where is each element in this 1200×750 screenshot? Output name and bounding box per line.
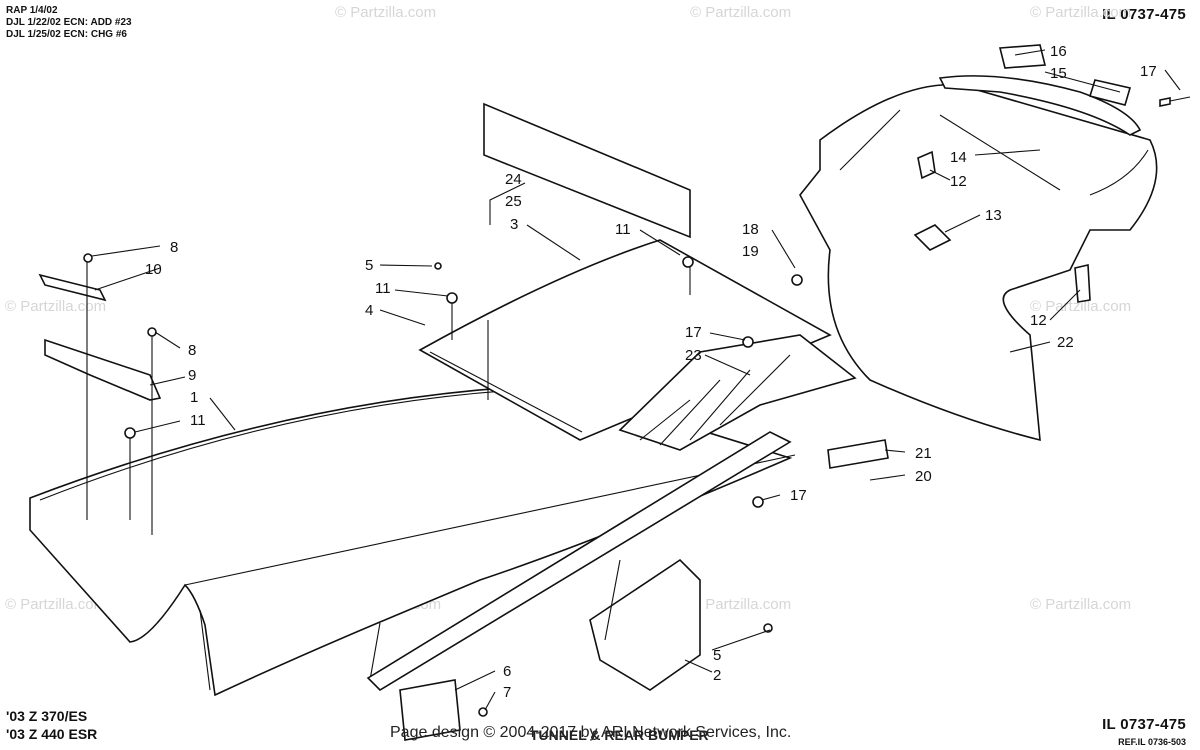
grab-bar-part: [938, 75, 1142, 136]
backing-plate-part: [399, 679, 461, 741]
watermark: © Partzilla.com: [690, 4, 792, 21]
fastener-part: [83, 253, 93, 263]
callout-label: 15: [1050, 65, 1067, 82]
fastener-part: [446, 292, 458, 304]
watermark: © Partzilla.com: [1030, 298, 1132, 315]
bracket-part: [44, 338, 162, 401]
clip-part: [913, 224, 952, 251]
callout-label: 13: [985, 207, 1002, 224]
watermark: © Partzilla.com: [690, 596, 792, 613]
model-list: '03 Z 370/ES '03 Z 440 ESR: [6, 707, 97, 743]
decal-stripes: [639, 354, 791, 446]
model-name: '03 Z 370/ES: [6, 708, 88, 724]
fastener-part: [147, 327, 157, 337]
watermark: © Partzilla.com: [1030, 596, 1132, 613]
bolt-part: [1159, 97, 1171, 107]
fastener-part: [742, 336, 754, 348]
illustration-id-bottom: IL 0737-475: [1102, 716, 1186, 733]
callout-label: 11: [190, 412, 206, 429]
snow-flap-part: [483, 102, 691, 239]
watermark: © Partzilla.com: [5, 596, 107, 613]
tunnel-cover-part: [418, 239, 832, 441]
callout-label: 21: [915, 445, 932, 462]
callout-labels: 16 15 17 14 12 13 12 22 24 25 3 11 18 19…: [145, 43, 1157, 701]
leader-lines: [86, 49, 1181, 711]
rear-bumper-part: [799, 83, 1158, 442]
callout-label: 14: [950, 149, 967, 166]
fastener-part: [791, 274, 803, 286]
bracket-part: [38, 273, 107, 302]
reference-id: REF.IL 0736-503: [1118, 737, 1186, 747]
callout-label: 7: [503, 684, 511, 701]
model-name: '03 Z 440 ESR: [6, 726, 98, 742]
callout-label: 8: [188, 342, 196, 359]
callout-label: 20: [915, 468, 932, 485]
fastener-part: [124, 427, 136, 439]
illustration-id-top: IL 0737-475: [1102, 6, 1186, 23]
callout-label: 17: [790, 487, 807, 504]
callout-label: 5: [713, 647, 721, 664]
callout-label: 18: [742, 221, 759, 238]
diagram-title: TUNNEL & REAR BUMPER: [530, 727, 709, 743]
callout-label: 5: [365, 257, 373, 274]
callout-label: 10: [145, 261, 162, 278]
axle-rod-part: [366, 431, 792, 692]
callout-label: 11: [615, 221, 631, 238]
revision-notes: RAP 1/4/02 DJL 1/22/02 ECN: ADD #23 DJL …: [6, 5, 132, 41]
reflector-part: [998, 44, 1047, 69]
watermark: © Partzilla.com: [5, 298, 107, 315]
bolt-shank: [1169, 96, 1191, 102]
fastener-part: [752, 496, 764, 508]
callout-label: 17: [1140, 63, 1157, 80]
callout-label: 23: [685, 347, 702, 364]
callout-label: 25: [505, 193, 522, 210]
fastener-part: [434, 262, 442, 270]
watermark: © Partzilla.com: [1030, 4, 1132, 21]
callout-label: 11: [375, 280, 391, 297]
callout-label: 4: [365, 302, 373, 319]
reflector-part: [827, 439, 889, 469]
callout-label: 24: [505, 171, 522, 188]
clip-part: [1074, 264, 1091, 303]
revision-note: DJL 1/22/02 ECN: ADD #23: [6, 17, 132, 28]
fastener-part: [682, 256, 694, 268]
footer-copyright: Page design © 2004-2017 by ARI Network S…: [390, 724, 792, 741]
callout-label: 12: [1030, 312, 1047, 329]
callout-label: 16: [1050, 43, 1067, 60]
revision-note: DJL 1/25/02 ECN: CHG #6: [6, 29, 127, 40]
callout-label: 17: [685, 324, 702, 341]
callout-label: 12: [950, 173, 967, 190]
callout-label: 9: [188, 367, 196, 384]
callout-label: 2: [713, 667, 721, 684]
watermark: © Partzilla.com: [335, 4, 437, 21]
callout-label: 1: [190, 389, 198, 406]
callout-label: 6: [503, 663, 511, 680]
callout-label: 19: [742, 243, 759, 260]
callout-label: 8: [170, 239, 178, 256]
decal-part: [618, 334, 857, 451]
tunnel-part: [29, 384, 796, 697]
callout-label: 22: [1057, 334, 1074, 351]
callout-label: 3: [510, 216, 518, 233]
revision-note: RAP 1/4/02: [6, 5, 58, 16]
mounting-plate-part: [589, 558, 701, 691]
